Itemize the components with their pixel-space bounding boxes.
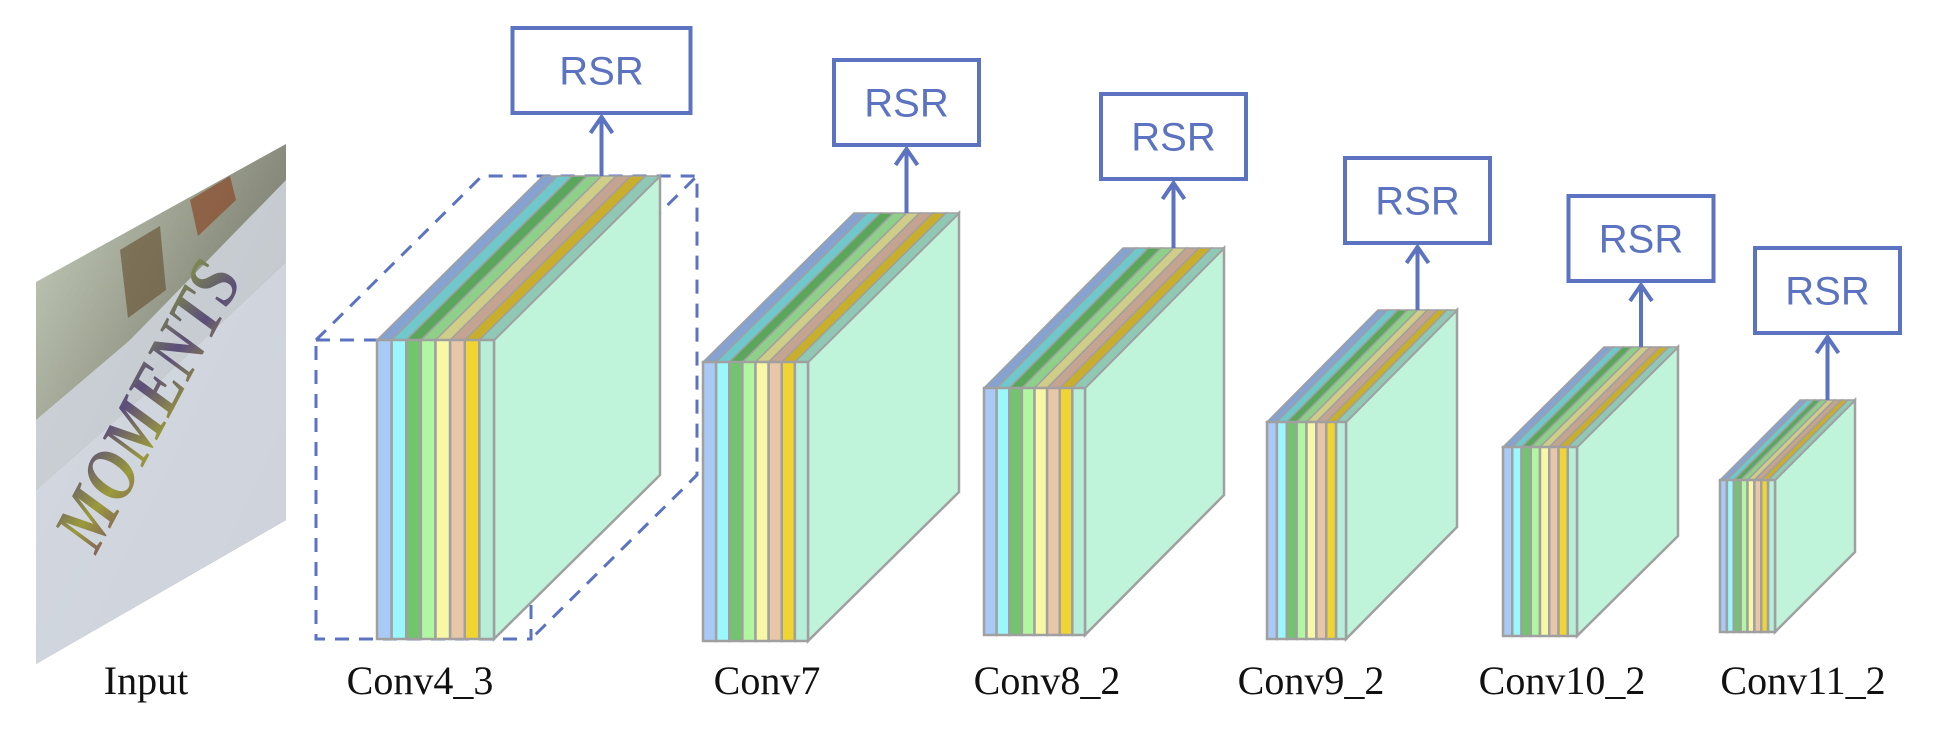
layer-label: Conv4_3 bbox=[347, 658, 494, 703]
channel-strip bbox=[1033, 386, 1049, 637]
layer-label: Conv7 bbox=[714, 658, 821, 703]
arrow-head-icon bbox=[1628, 281, 1654, 303]
channel-strip bbox=[1058, 386, 1074, 637]
layer-conv11-2: RSR Conv11_2 bbox=[1718, 246, 1902, 703]
channel-strip bbox=[982, 386, 998, 637]
rsr-module-box bbox=[1099, 92, 1248, 181]
channel-strip bbox=[463, 338, 481, 641]
channel-strip bbox=[1766, 478, 1777, 634]
channel-strip bbox=[1071, 386, 1087, 637]
rsr-module-box bbox=[510, 26, 693, 115]
arrow-head-icon bbox=[1160, 179, 1187, 201]
channel-strip bbox=[1285, 420, 1298, 641]
channel-strip bbox=[419, 338, 437, 641]
layer-label: Conv9_2 bbox=[1238, 658, 1385, 703]
rsr-module-box bbox=[832, 58, 981, 147]
layer-label: Conv10_2 bbox=[1479, 658, 1646, 703]
channel-strip bbox=[1501, 445, 1514, 638]
channel-strip bbox=[728, 360, 744, 643]
rsr-module-label: RSR bbox=[1785, 270, 1869, 314]
channel-strip bbox=[1315, 420, 1328, 641]
channel-strip bbox=[1511, 445, 1523, 638]
channel-strip bbox=[1275, 420, 1288, 641]
channel-strip bbox=[448, 338, 466, 641]
layer-label: Conv11_2 bbox=[1720, 658, 1885, 703]
layer-conv4-3: RSR Conv4_3 bbox=[347, 26, 693, 703]
layer-conv10-2: RSR Conv10_2 bbox=[1479, 194, 1716, 703]
channel-strip bbox=[754, 360, 770, 643]
channel-strip bbox=[1548, 445, 1560, 638]
channel-strip bbox=[1520, 445, 1532, 638]
channel-strip bbox=[1529, 445, 1542, 638]
channel-strip bbox=[1325, 420, 1338, 641]
channel-strip bbox=[1538, 445, 1551, 638]
input-label: Input bbox=[104, 658, 188, 703]
channel-strip bbox=[1305, 420, 1318, 641]
arrow-head-icon bbox=[1404, 243, 1431, 265]
channel-strip bbox=[1008, 386, 1024, 637]
layer-conv7: RSR Conv7 bbox=[701, 58, 981, 703]
rsr-module-box bbox=[1566, 194, 1716, 283]
rsr-module-box bbox=[1343, 156, 1492, 245]
channel-strip bbox=[1566, 445, 1579, 638]
channel-strip bbox=[390, 338, 408, 641]
channel-strip bbox=[1045, 386, 1061, 637]
arrow-head-icon bbox=[893, 145, 920, 167]
channel-strip bbox=[375, 338, 393, 641]
input-image: MOMENTS bbox=[36, 144, 286, 664]
channel-strip bbox=[1557, 445, 1569, 638]
feature-map-layers: RSRConv4_3RSRConv7RSRConv8_2RSRConv9_2RS… bbox=[347, 26, 1902, 703]
layer-conv9-2: RSR Conv9_2 bbox=[1238, 156, 1492, 703]
channel-strip bbox=[767, 360, 783, 643]
channel-strip bbox=[793, 360, 810, 643]
channel-strip bbox=[1334, 420, 1348, 641]
rsr-module-label: RSR bbox=[1599, 218, 1683, 262]
channel-strip bbox=[780, 360, 797, 643]
channel-strip bbox=[434, 338, 452, 641]
arrow-head-icon bbox=[1814, 333, 1841, 355]
channel-strip bbox=[701, 360, 718, 643]
channel-strip bbox=[405, 338, 423, 641]
channel-strip bbox=[1020, 386, 1036, 637]
layer-conv8-2: RSR Conv8_2 bbox=[974, 92, 1248, 703]
rsr-module-label: RSR bbox=[864, 82, 948, 126]
rsr-module-label: RSR bbox=[1375, 180, 1459, 224]
rsr-module-label: RSR bbox=[1131, 116, 1215, 160]
channel-strip bbox=[478, 338, 496, 641]
rsr-module-box bbox=[1753, 246, 1902, 335]
channel-strip bbox=[1265, 420, 1279, 641]
channel-strip bbox=[1295, 420, 1308, 641]
channel-strip bbox=[995, 386, 1011, 637]
rsr-module-label: RSR bbox=[559, 50, 643, 94]
channel-strip bbox=[741, 360, 757, 643]
arrow-head-icon bbox=[588, 113, 615, 135]
layer-label: Conv8_2 bbox=[974, 658, 1121, 703]
channel-strip bbox=[714, 360, 731, 643]
